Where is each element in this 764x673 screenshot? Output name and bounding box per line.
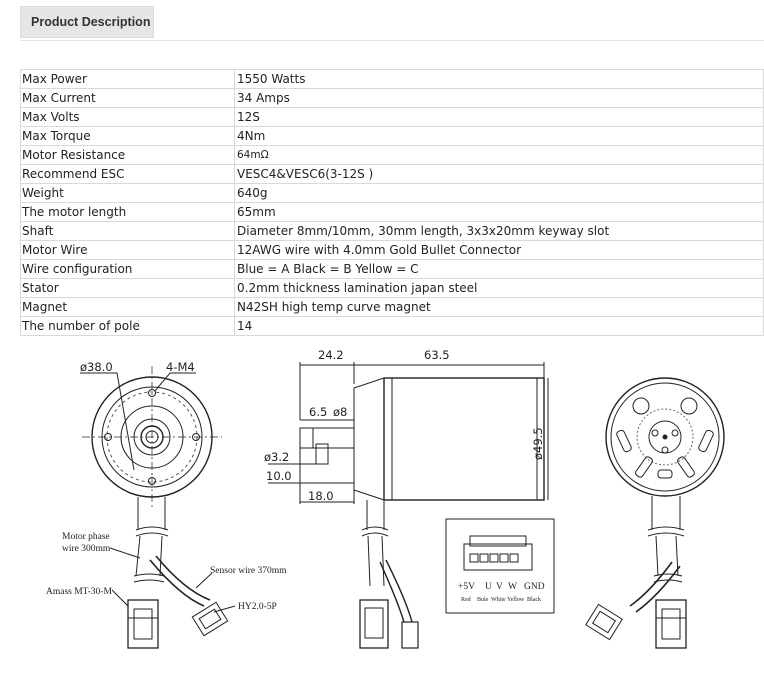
- motor-phase-length-label: wire 300mm: [62, 544, 111, 554]
- key-dia-label: ø3.2: [264, 450, 289, 464]
- spec-key: Motor Resistance: [20, 145, 235, 165]
- spec-value: 12S: [234, 107, 764, 127]
- spec-key: Weight: [20, 183, 235, 203]
- spec-key: Max Current: [20, 88, 235, 108]
- spec-value: 640g: [234, 183, 764, 203]
- shaft-dia-label: ø8: [333, 405, 347, 419]
- pin-label: +5V: [458, 582, 475, 592]
- key-length-label: 6.5: [309, 405, 327, 419]
- pin-label: GND: [524, 582, 545, 592]
- spec-value: 1550 Watts: [234, 69, 764, 89]
- spec-key: The number of pole: [20, 316, 235, 336]
- spec-value: 65mm: [234, 202, 764, 222]
- body-dia-label: ø49.5: [531, 427, 545, 460]
- tab-product-description[interactable]: Product Description: [20, 6, 154, 38]
- amass-connector-label: Amass MT-30-M: [46, 587, 112, 597]
- pin-color-label: White: [491, 597, 506, 603]
- pin-color-label: Red: [461, 597, 471, 603]
- pin-label: V: [496, 582, 503, 592]
- spec-key: Recommend ESC: [20, 164, 235, 184]
- motor-technical-drawing: ø38.0 4-M4 Motor phase wire 300mm Sensor…: [46, 348, 725, 649]
- rear-view: [585, 377, 725, 649]
- hy-connector-label: HY2.0-5P: [238, 602, 277, 612]
- spec-key: Motor Wire: [20, 240, 235, 260]
- pin-color-label: Black: [527, 597, 541, 603]
- spec-value: 14: [234, 316, 764, 336]
- front-view: ø38.0 4-M4 Motor phase wire 300mm Sensor…: [46, 360, 287, 649]
- spec-value: Blue = A Black = B Yellow = C: [234, 259, 764, 279]
- pin-label: W: [508, 582, 517, 592]
- spec-key: Magnet: [20, 297, 235, 317]
- spec-key: Max Volts: [20, 107, 235, 127]
- spec-value: N42SH high temp curve magnet: [234, 297, 764, 317]
- spec-key: Max Power: [20, 69, 235, 89]
- dim-b-label: 18.0: [308, 489, 334, 503]
- pin-color-label: Yellow: [507, 597, 525, 603]
- spec-value: 34 Amps: [234, 88, 764, 108]
- motor-phase-label: Motor phase: [62, 532, 110, 542]
- spec-value: 4Nm: [234, 126, 764, 146]
- sensor-wire-label: Sensor wire 370mm: [210, 566, 287, 576]
- spec-key: Stator: [20, 278, 235, 298]
- body-length-label: 63.5: [424, 348, 450, 362]
- spec-value: 12AWG wire with 4.0mm Gold Bullet Connec…: [234, 240, 764, 260]
- spec-key: Shaft: [20, 221, 235, 241]
- spec-value: 64mΩ: [234, 145, 764, 165]
- front-dia-label: ø38.0: [80, 360, 113, 374]
- side-view: 24.2 63.5 6.5 ø8 ø3.2 10.0 18.0 ø49.5: [264, 348, 549, 649]
- front-holes-label: 4-M4: [166, 360, 195, 374]
- sensor-pinout-diagram: +5V U V W GND Red Bule White Yellow Blac…: [445, 518, 555, 614]
- spec-value: 0.2mm thickness lamination japan steel: [234, 278, 764, 298]
- spec-value: Diameter 8mm/10mm, 30mm length, 3x3x20mm…: [234, 221, 764, 241]
- pin-color-label: Bule: [477, 597, 489, 603]
- spec-key: The motor length: [20, 202, 235, 222]
- spec-value: VESC4&VESC6(3-12S ): [234, 164, 764, 184]
- rear-length-label: 24.2: [318, 348, 344, 362]
- dim-a-label: 10.0: [266, 469, 292, 483]
- spec-key: Max Torque: [20, 126, 235, 146]
- pin-label: U: [485, 582, 492, 592]
- spec-key: Wire configuration: [20, 259, 235, 279]
- tab-divider: [20, 40, 764, 41]
